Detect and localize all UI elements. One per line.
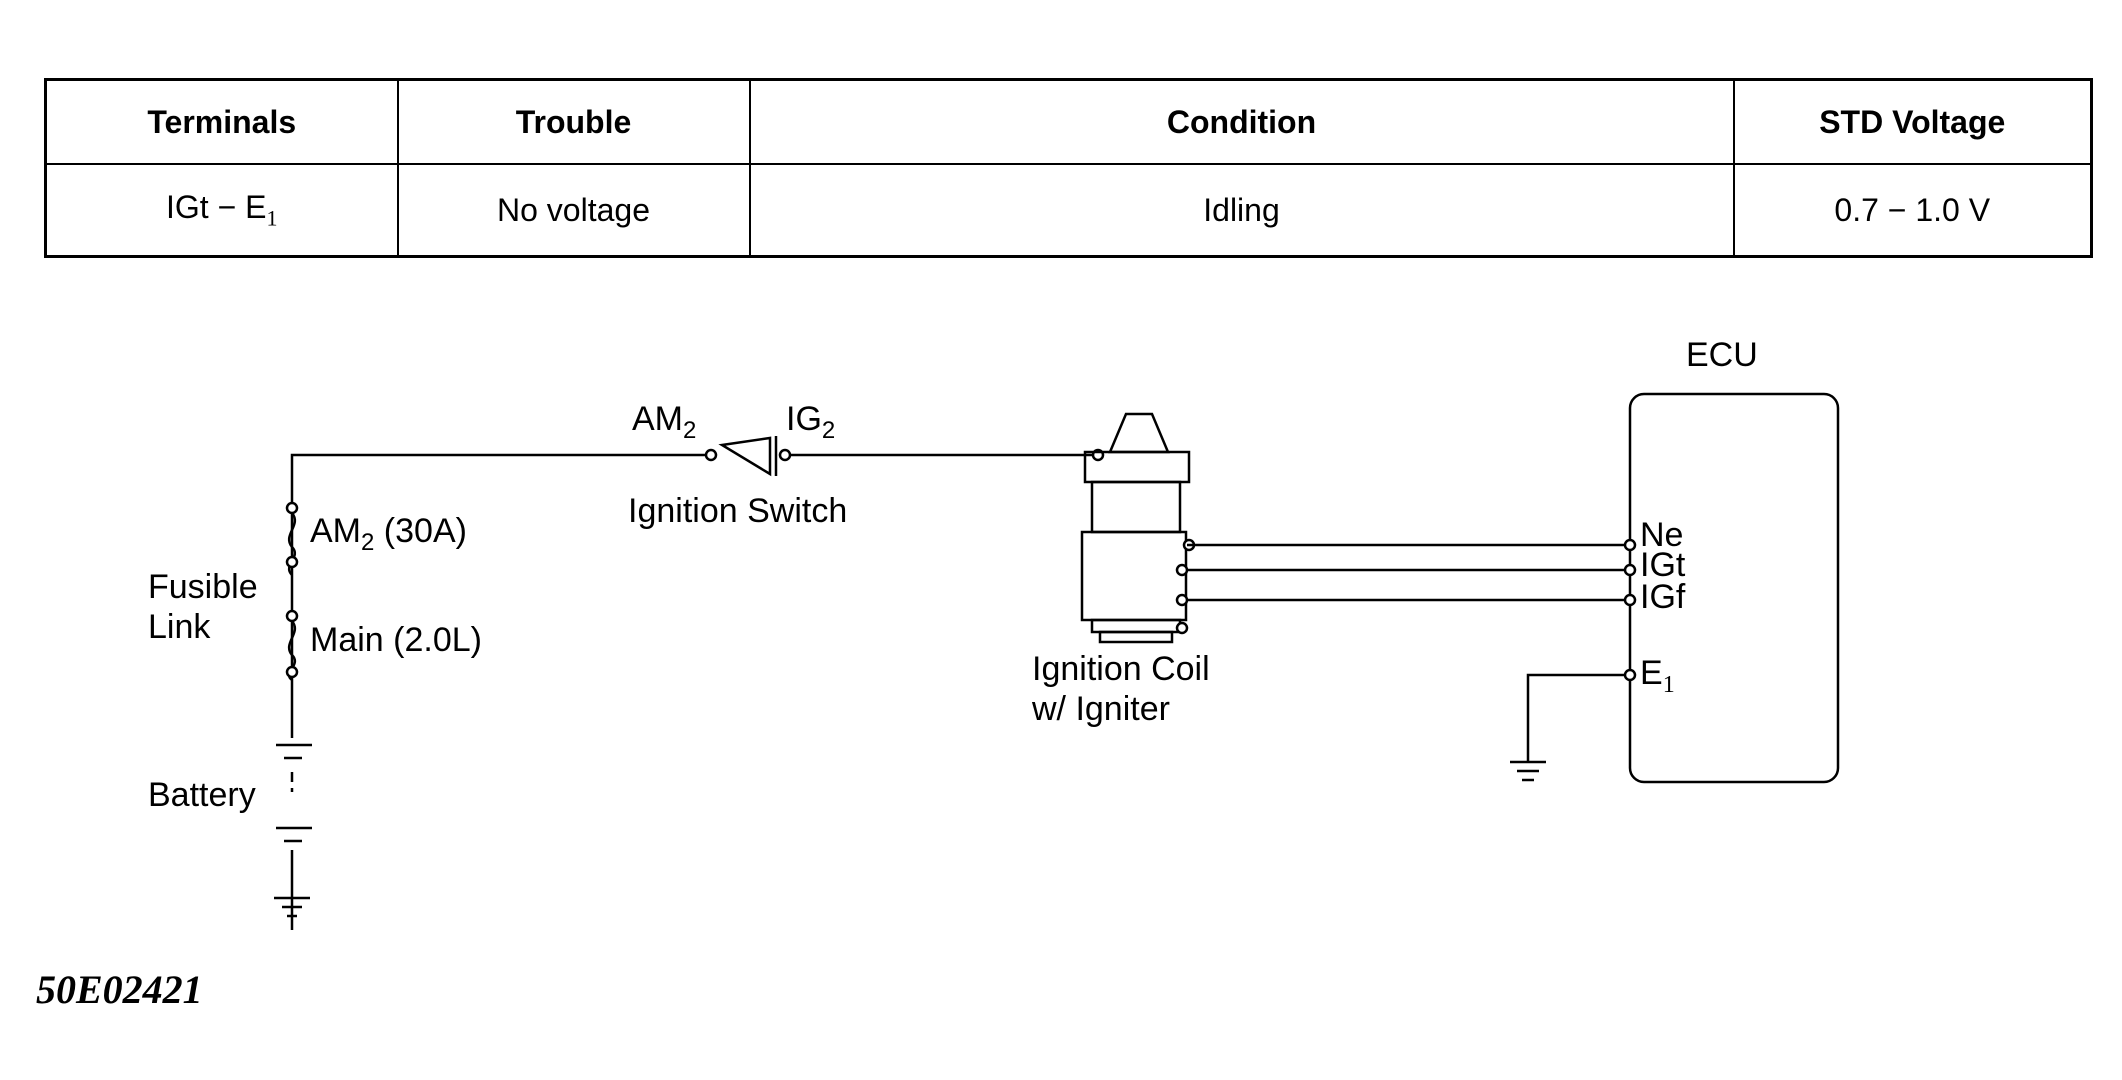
- figure-code: 50E02421: [36, 967, 203, 1012]
- ecu-ground-icon: [1510, 760, 1546, 782]
- label-fuse-main: Main (2.0L): [310, 621, 482, 659]
- label-ignition-coil: Ignition Coil: [1032, 650, 1210, 688]
- ecu-terminal-igf: [1623, 593, 1637, 607]
- label-fusible: Fusible: [148, 568, 258, 606]
- ignition-switch-symbol: [718, 436, 772, 477]
- label-link: Link: [148, 608, 211, 646]
- header-terminals: Terminals: [44, 78, 399, 165]
- label-fuse-am2: AM2 (30A): [310, 512, 467, 556]
- spec-table: Terminals Trouble Condition STD Voltage …: [44, 78, 2093, 258]
- ignition-coil-symbol: [1080, 412, 1191, 644]
- label-ne: Ne: [1640, 516, 1683, 554]
- label-igt: IGt: [1640, 546, 1686, 584]
- label-battery: Battery: [148, 776, 256, 814]
- label-ig2: IG2: [786, 400, 835, 444]
- ecu-box: [1628, 392, 1840, 784]
- terminals-text: IGt − E: [166, 188, 267, 225]
- terminals-subscript: 1: [266, 205, 278, 231]
- header-condition: Condition: [748, 78, 1735, 165]
- cell-terminals: IGt − E1: [44, 163, 399, 258]
- ecu-terminal-e1: [1623, 668, 1637, 682]
- ground-icon: [274, 896, 310, 918]
- cell-condition: Idling: [748, 163, 1735, 258]
- ecu-terminal-igt: [1623, 563, 1637, 577]
- fuse-am2-symbol: [285, 501, 299, 576]
- cell-trouble: No voltage: [396, 163, 751, 258]
- label-am2: AM2: [632, 400, 696, 444]
- label-igf: IGf: [1640, 578, 1686, 616]
- switch-terminal-am2: [704, 448, 718, 462]
- label-ecu: ECU: [1686, 336, 1758, 374]
- label-igniter: w/ Igniter: [1031, 690, 1170, 728]
- cell-std-voltage: 0.7 − 1.0 V: [1732, 163, 2093, 258]
- ecu-terminal-ne: [1623, 538, 1637, 552]
- label-ignition-switch: Ignition Switch: [628, 492, 847, 530]
- table-row: IGt − E1 No voltage Idling 0.7 − 1.0 V: [44, 163, 2093, 258]
- switch-terminal-ig2: [778, 448, 792, 462]
- header-std-voltage: STD Voltage: [1732, 78, 2093, 165]
- e1-ground-wire: [1526, 673, 1625, 762]
- battery-symbol: [272, 738, 312, 850]
- header-trouble: Trouble: [396, 78, 751, 165]
- label-e1: E1: [1640, 654, 1675, 698]
- fuse-main-symbol: [285, 609, 299, 682]
- table-header-row: Terminals Trouble Condition STD Voltage: [44, 78, 2093, 165]
